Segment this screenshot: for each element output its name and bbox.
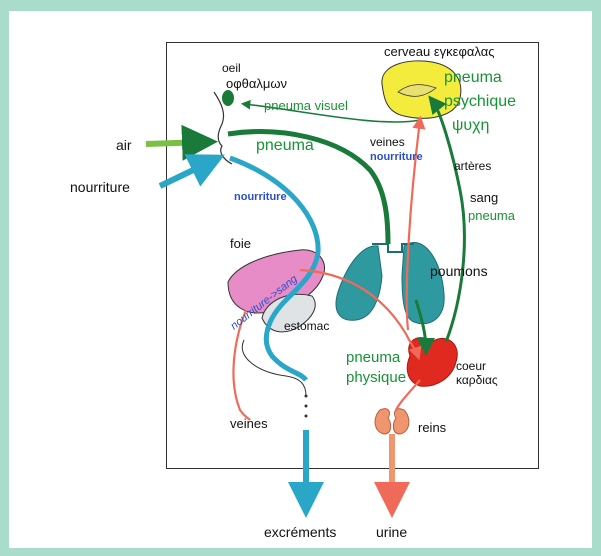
heart-shape (407, 338, 457, 387)
label-foie: foie (230, 236, 251, 251)
label-excrements: excréments (264, 524, 336, 540)
nourriture-input-arrow (160, 160, 214, 186)
label-nourriture-blue: nourriture (234, 191, 287, 203)
intestine-outline (242, 340, 306, 396)
label-coeur: coeur (456, 359, 486, 373)
label-cerveau: cerveau εγκεφαλας (384, 44, 494, 59)
label-urine: urine (376, 524, 407, 540)
label-pneuma: pneuma (256, 137, 314, 154)
label-poumons: poumons (430, 263, 488, 279)
label-psyche: ψυχη (452, 117, 489, 134)
excrement-dots (305, 395, 308, 418)
label-pneuma-physique-1: pneuma (346, 349, 401, 366)
label-nourriture-top: nourriture (370, 151, 423, 163)
label-pneuma-visuel: pneuma visuel (264, 98, 348, 113)
kidney-left (375, 409, 391, 434)
air-arrow (146, 142, 206, 144)
label-reins: reins (418, 420, 447, 435)
label-pneuma-psychique-2: psychique (444, 93, 516, 110)
label-ophthalmon: οφθαλμων (226, 76, 287, 91)
label-sang: sang (470, 190, 498, 205)
label-kardias: καρδιας (456, 373, 498, 387)
label-veines-bottom: veines (230, 416, 268, 431)
label-pneuma-psychique-1: pneuma (444, 69, 502, 86)
label-pneuma-physique-2: physique (346, 369, 406, 386)
label-estomac: estomac (284, 319, 329, 333)
eye-shape (222, 90, 234, 106)
label-nourriture-left: nourriture (70, 179, 130, 195)
lung-left (336, 246, 382, 320)
label-veines-top: veines (370, 135, 405, 149)
label-arteres: artères (454, 159, 491, 173)
label-pneuma-sang: pneuma (468, 208, 516, 223)
label-air: air (116, 137, 132, 153)
kidney-right (393, 409, 409, 434)
label-oeil: oeil (222, 61, 241, 75)
